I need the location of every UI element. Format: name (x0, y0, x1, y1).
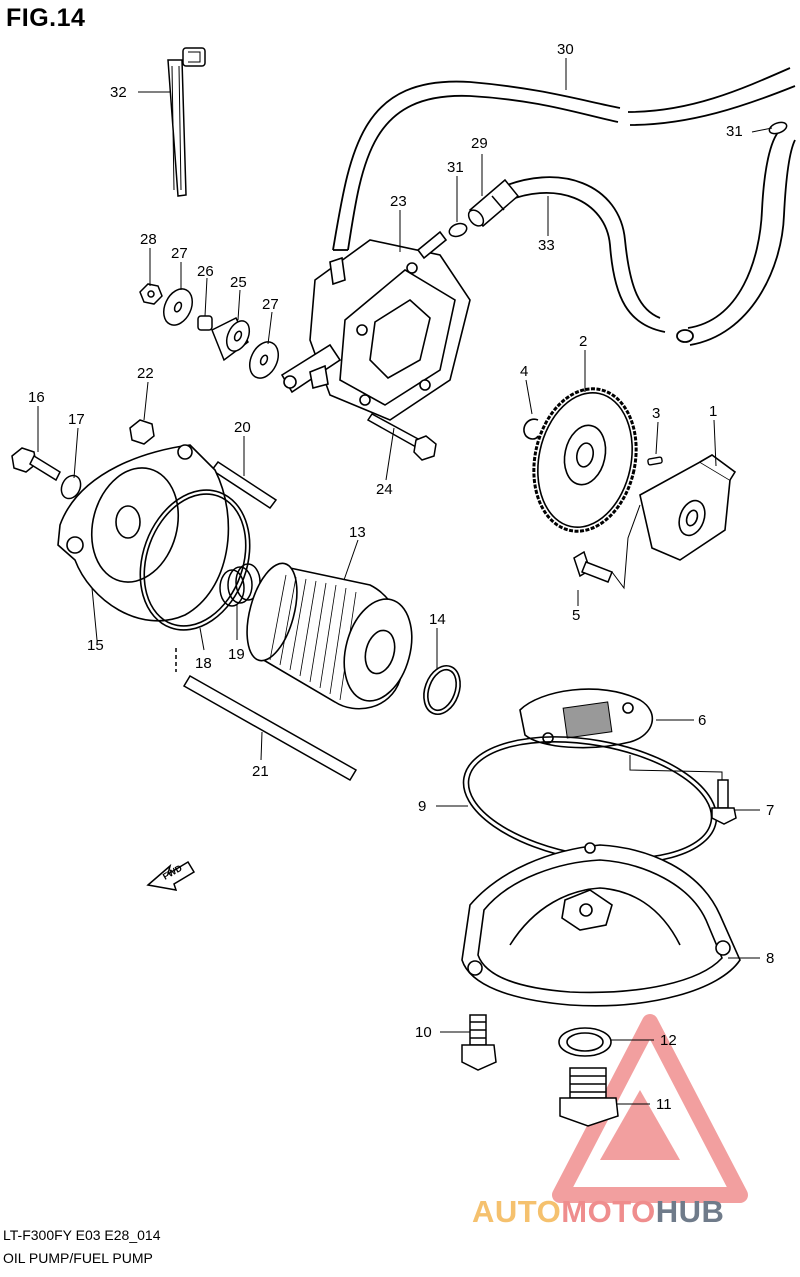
callout-18: 18 (195, 655, 212, 672)
callout-9: 9 (418, 798, 426, 815)
callout-23: 23 (390, 193, 407, 210)
part-22-nut[interactable] (129, 419, 155, 445)
part-10-bolt[interactable] (461, 1014, 497, 1071)
callout-6: 6 (698, 712, 706, 729)
callout-15: 15 (87, 637, 104, 654)
part-28-nut[interactable] (139, 283, 163, 305)
callout-5: 5 (572, 607, 580, 624)
part-23-fuel-pump[interactable] (280, 230, 471, 421)
part-18-o-ring[interactable] (122, 475, 269, 646)
part-5-screw[interactable] (573, 504, 641, 590)
part-17-washer[interactable] (58, 472, 84, 501)
watermark-hub: HUB (655, 1194, 725, 1229)
part-15-filter-cap[interactable] (57, 444, 230, 622)
callout-31b: 31 (726, 123, 743, 140)
part-24-bolt[interactable] (366, 413, 437, 461)
callout-21: 21 (252, 763, 269, 780)
callout-22: 22 (137, 365, 154, 382)
part-8-oil-pan-cover[interactable] (461, 842, 741, 1007)
callout-26: 26 (197, 263, 214, 280)
callout-14: 14 (429, 611, 446, 628)
figure-title: FIG.14 (6, 4, 86, 32)
callout-29: 29 (471, 135, 488, 152)
callout-2: 2 (579, 333, 587, 350)
part-16-bolt[interactable] (11, 447, 61, 482)
callout-1: 1 (709, 403, 717, 420)
part-29-hose-fitting[interactable] (466, 178, 520, 229)
part-14-o-ring[interactable] (417, 661, 466, 720)
callout-27b: 27 (262, 296, 279, 313)
leader-lines (37, 58, 773, 1105)
callout-12: 12 (660, 1032, 677, 1049)
part-31-hose-clip[interactable] (447, 120, 788, 238)
callout-25: 25 (230, 274, 247, 291)
callout-30: 30 (557, 41, 574, 58)
callout-28: 28 (140, 231, 157, 248)
part-25-mount-cushion[interactable] (211, 316, 254, 362)
part-21-stud[interactable] (175, 648, 358, 782)
callout-31a: 31 (447, 159, 464, 176)
callout-numbers: 32 30 31 29 31 23 33 28 27 26 25 27 22 2… (28, 41, 774, 1113)
watermark-auto: AUTO (472, 1194, 562, 1229)
watermark-moto: MOTO (561, 1194, 656, 1229)
callout-4: 4 (520, 363, 528, 380)
callout-20: 20 (234, 419, 251, 436)
callout-16: 16 (28, 389, 45, 406)
part-33-fuel-hose[interactable] (494, 129, 796, 346)
part-4-circlip[interactable] (523, 418, 539, 440)
part-30-fuel-hose[interactable] (332, 67, 796, 251)
part-20-stud[interactable] (210, 460, 278, 510)
part-1-oil-pump[interactable] (639, 454, 737, 561)
part-11-drain-plug[interactable] (559, 1067, 619, 1127)
watermark-text: AUTOMOTOHUB (472, 1194, 724, 1230)
figure-code: LT-F300FY E03 E28_014 (3, 1227, 161, 1243)
callout-8: 8 (766, 950, 774, 967)
figure-name: OIL PUMP/FUEL PUMP (3, 1250, 153, 1266)
callout-27a: 27 (171, 245, 188, 262)
part-7-bolt[interactable] (629, 755, 737, 825)
callout-33: 33 (538, 237, 555, 254)
part-27-washer-a[interactable] (158, 284, 198, 329)
callout-7: 7 (766, 802, 774, 819)
part-26-collar[interactable] (197, 315, 213, 331)
callout-3: 3 (652, 405, 660, 422)
callout-32: 32 (110, 84, 127, 101)
part-27-washer-b[interactable] (244, 337, 284, 382)
part-3-pin[interactable] (647, 456, 663, 466)
part-2-oil-pump-gear[interactable] (521, 379, 649, 541)
callout-11: 11 (656, 1096, 672, 1113)
part-13-oil-filter[interactable] (238, 558, 423, 710)
part-12-gasket[interactable] (558, 1027, 612, 1057)
callout-24: 24 (376, 481, 393, 498)
callout-17: 17 (68, 411, 85, 428)
part-32-hose-clamp[interactable] (167, 47, 206, 197)
callout-10: 10 (415, 1024, 432, 1041)
callout-13: 13 (349, 524, 366, 541)
fwd-arrow-icon: FWD (146, 860, 196, 891)
callout-19: 19 (228, 646, 245, 663)
part-6-oil-strainer[interactable] (519, 688, 654, 749)
